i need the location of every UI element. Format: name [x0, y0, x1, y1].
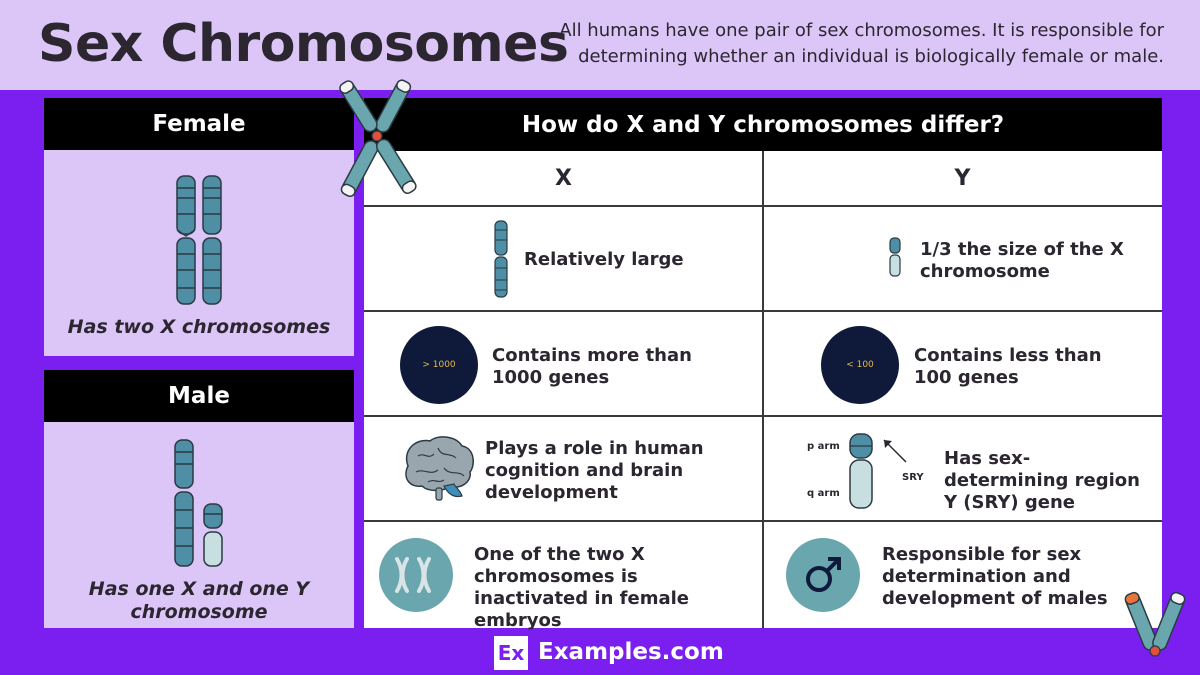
y-column-header: Y: [954, 166, 971, 191]
comparison-table: How do X and Y chromosomes differ? X Y R…: [364, 98, 1162, 631]
examples-logo[interactable]: Ex: [494, 636, 528, 670]
x-inactivation-text: One of the two X chromosomes is inactiva…: [474, 544, 689, 631]
decorative-chromosome-top-icon: [339, 79, 417, 198]
inactivated-chromosomes-icon: [395, 557, 431, 593]
header-banner: Sex Chromosomes All humans have one pair…: [0, 0, 1200, 90]
x-chromosome-right-icon: [202, 175, 222, 305]
y-male-development-text: Responsible for sex determination and de…: [882, 544, 1108, 609]
page-subtitle: All humans have one pair of sex chromoso…: [559, 20, 1164, 67]
q-arm-label: q arm: [807, 488, 840, 499]
x-chromosome-icon: [174, 439, 194, 567]
x-and-y-chromosomes-icon: [174, 439, 223, 567]
brain-icon: [405, 436, 475, 501]
male-panel: Male Has one X and one Y chromosome: [44, 370, 354, 628]
comparison-heading: How do X and Y chromosomes differ?: [364, 98, 1162, 151]
y-gene-count-badge: < 100: [821, 326, 899, 404]
female-heading: Female: [44, 98, 354, 150]
y-sry-text: Has sex-determining region Y (SRY) gene: [944, 448, 1140, 513]
column-divider: [762, 151, 764, 628]
x-inactivation-badge: [379, 538, 453, 612]
decorative-chromosome-bottom-icon: [1124, 591, 1186, 657]
small-y-chromosome-icon: [889, 237, 901, 277]
x-brain-text: Plays a role in human cognition and brai…: [485, 438, 704, 503]
examples-brand-link[interactable]: Examples.com: [538, 639, 724, 665]
x-gene-count-badge: > 1000: [400, 326, 478, 404]
male-symbol-badge: [786, 538, 860, 612]
p-arm-label: p arm: [807, 441, 840, 452]
male-caption: Has one X and one Y chromosome: [88, 578, 310, 623]
y-size-text: 1/3 the size of the X chromosome: [920, 239, 1124, 282]
y-gene-count-text: Contains less than 100 genes: [914, 345, 1102, 388]
two-x-chromosomes-icon: [176, 175, 222, 305]
male-heading: Male: [44, 370, 354, 422]
y-chromosome-icon: [203, 503, 223, 567]
x-gene-count-text: Contains more than 1000 genes: [492, 345, 692, 388]
page-title: Sex Chromosomes: [38, 14, 569, 74]
male-symbol-icon: [806, 557, 841, 592]
large-x-chromosome-icon: [494, 220, 508, 298]
labeled-y-chromosome-icon: [849, 433, 873, 509]
sry-pointer-arrow-icon: [883, 439, 907, 463]
sry-label: SRY: [902, 472, 924, 483]
female-caption: Has two X chromosomes: [67, 316, 331, 338]
x-column-header: X: [555, 166, 572, 191]
female-panel: Female Has two X chromosomes: [44, 98, 354, 356]
x-chromosome-left-icon: [176, 175, 196, 305]
x-size-text: Relatively large: [524, 249, 684, 270]
